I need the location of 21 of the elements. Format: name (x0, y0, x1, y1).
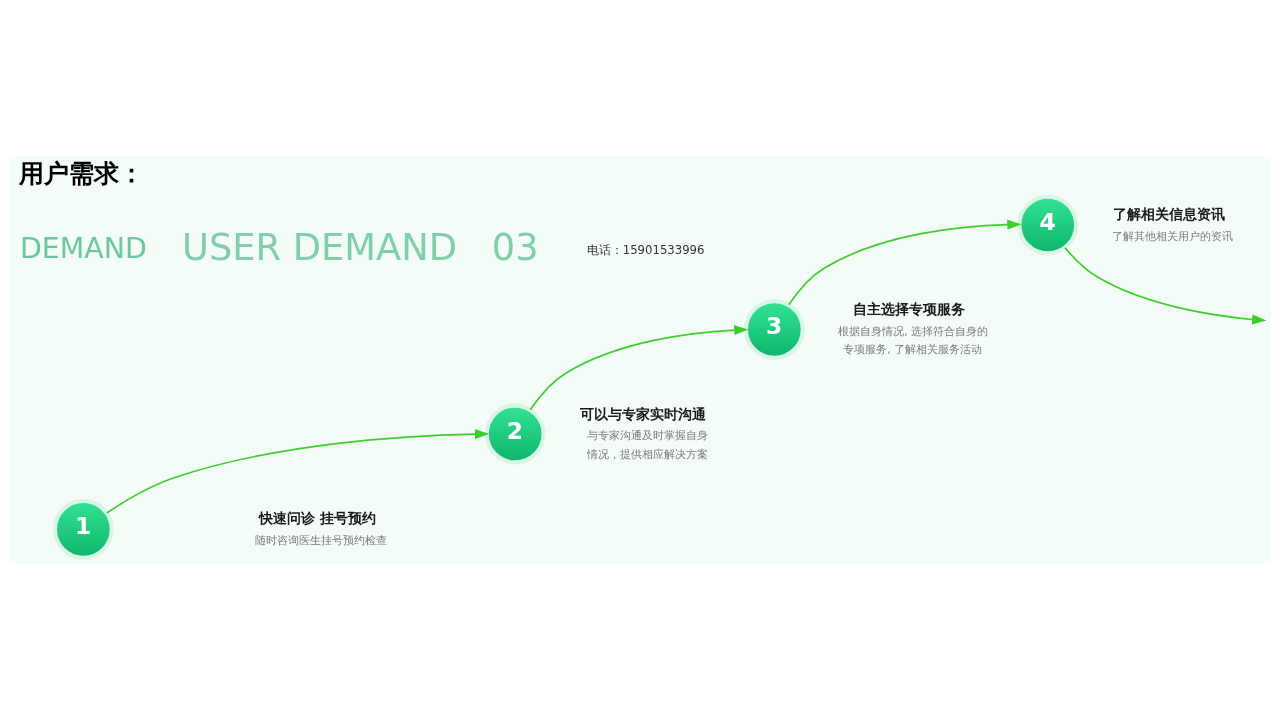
node-label: 了解相关信息资讯 (1112, 205, 1225, 222)
label: USER DEMAND (182, 226, 457, 270)
label: DEMAND (19, 232, 147, 266)
arrow (106, 429, 490, 514)
node-label: 自主选择专项服务 (853, 301, 966, 318)
node-circle: 2 (484, 403, 546, 465)
arrow (1064, 246, 1267, 325)
node-label: 快速问诊 挂号预约 (259, 510, 377, 527)
node-label: 随时咨询医生挂号预约检查 (255, 533, 388, 547)
node-label: 了解其他相关用户的资讯 (1111, 229, 1233, 243)
node-circle: 3 (743, 298, 805, 360)
diagram-title: 用户需求： (19, 158, 145, 188)
node-circle: 4 (1017, 194, 1079, 256)
label: 03 (491, 226, 539, 270)
node-circle: 1 (52, 498, 114, 560)
arrow (529, 325, 749, 411)
node-label: 与专家沟通及时掌握自身情况，提供相应解决方案 (586, 429, 708, 461)
node-label: 可以与专家实时沟通 (580, 405, 707, 422)
node-label: 根据自身情况, 选择符合自身的专项服务, 了解相关服务活动 (838, 324, 989, 357)
label: 电话：15901533996 (586, 242, 705, 257)
arrow (788, 219, 1022, 306)
